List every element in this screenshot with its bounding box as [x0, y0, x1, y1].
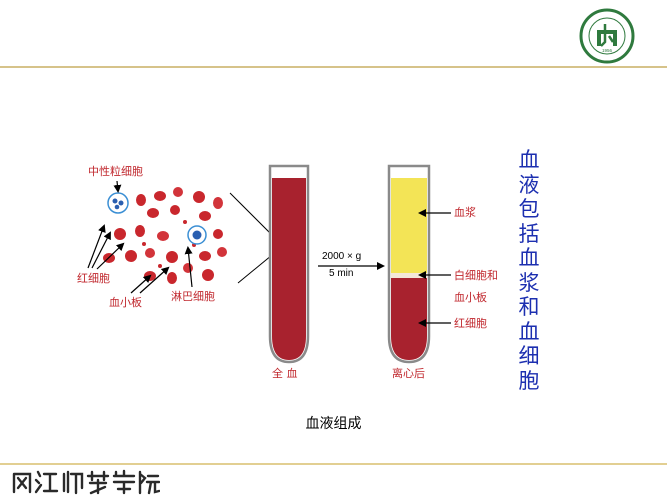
red-blood-cell [199, 211, 211, 221]
header-rule [0, 66, 667, 68]
red-blood-cell [145, 248, 155, 258]
red-blood-cell [154, 191, 166, 201]
red-blood-cell [167, 272, 177, 284]
side-title: 血 液 包 括 血 浆 和 血 细 胞 [517, 148, 541, 393]
footer-rule [0, 463, 667, 465]
side-title-char: 和 [518, 295, 540, 319]
red-blood-cell [125, 250, 137, 262]
figure-caption: 血液组成 [305, 416, 362, 432]
centrifuge-speed: 2000 × g [322, 251, 362, 262]
buffy-coat-label-line2: 血小板 [454, 291, 487, 304]
centrifuged-tube [387, 164, 431, 364]
platelet [142, 242, 146, 246]
platelet [158, 264, 162, 268]
whole-blood-label: 全 血 [272, 367, 298, 380]
side-title-char: 血 [518, 148, 540, 172]
whole-blood-tube [268, 164, 310, 364]
red-blood-cell-label: 红细胞 [77, 272, 110, 285]
red-blood-cell [217, 247, 227, 257]
platelet [183, 220, 187, 224]
emblem-year: 1956 [602, 48, 613, 53]
red-blood-cell [166, 251, 178, 263]
school-emblem-logo: 1956 [579, 8, 635, 64]
red-blood-cell [213, 197, 223, 209]
plasma-label: 血浆 [454, 206, 476, 219]
cell-label-arrows [87, 180, 193, 294]
lymphocyte-label: 淋巴细胞 [171, 290, 215, 303]
layer-arrows [418, 209, 451, 327]
centrifuge-time: 5 min [329, 268, 354, 279]
red-blood-cell [213, 229, 223, 239]
red-blood-cell [183, 263, 193, 273]
red-cell-layer [391, 278, 427, 360]
buffy-coat-label-line1: 白细胞和 [454, 269, 498, 282]
footer-calligraphy-logo [12, 469, 160, 495]
red-blood-cell [202, 269, 214, 281]
side-title-char: 浆 [518, 270, 540, 295]
side-title-char: 括 [518, 221, 540, 246]
side-title-char: 胞 [518, 368, 540, 393]
neutrophil-label: 中性粒细胞 [88, 165, 143, 178]
neutrophil-cell [107, 192, 129, 214]
red-blood-cell [173, 187, 183, 197]
red-blood-cell [170, 205, 180, 215]
red-cell-layer-label: 红细胞 [454, 317, 487, 330]
red-blood-cell [147, 208, 159, 218]
red-blood-cell [193, 191, 205, 203]
plasma-layer [391, 178, 427, 273]
buffy-coat-layer [391, 273, 427, 278]
after-centrifuge-label: 离心后 [392, 367, 425, 380]
side-title-char: 包 [518, 197, 540, 221]
side-title-char: 细 [518, 344, 540, 368]
blood-cell-cluster [103, 187, 227, 284]
red-blood-cell [199, 251, 211, 261]
side-title-char: 血 [518, 246, 540, 270]
red-blood-cell [136, 194, 146, 206]
platelet-label: 血小板 [109, 296, 142, 309]
side-title-char: 血 [518, 319, 540, 344]
side-title-char: 液 [518, 172, 540, 197]
red-blood-cell [135, 225, 145, 237]
red-blood-cell [157, 231, 169, 241]
red-blood-cell [114, 228, 126, 240]
